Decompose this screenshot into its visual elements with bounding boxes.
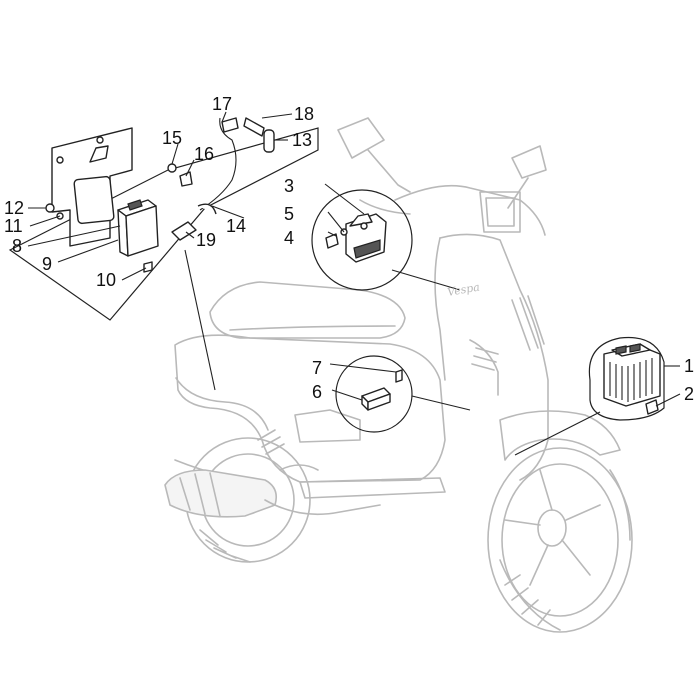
front-fender [499, 410, 621, 461]
callout-4: 4 [284, 228, 294, 248]
relay-unit [361, 387, 391, 411]
connector-19 [171, 221, 197, 241]
callout-17: 17 [212, 94, 232, 114]
sensor-13 [263, 129, 275, 153]
callout-6: 6 [312, 382, 322, 402]
callout-18: 18 [294, 104, 314, 124]
panel-relay [335, 355, 471, 433]
panel-relay-frame [335, 355, 413, 433]
panel-ecu-pointer [184, 249, 216, 391]
horn-grille [511, 295, 545, 351]
control-unit [117, 199, 159, 257]
panel-relay-pointer [411, 395, 471, 411]
panel-front-pointer [391, 269, 461, 291]
panel-ecu-bracket [8, 117, 319, 391]
callout-labels: 1 2 3 4 5 6 7 8 9 10 11 12 13 14 15 16 1… [4, 94, 694, 404]
callout-7: 7 [312, 358, 322, 378]
panel-regulator-frame [588, 336, 665, 421]
mirror-left [337, 117, 411, 193]
callout-19: 19 [196, 230, 216, 250]
callout-12: 12 [4, 198, 24, 218]
panel-regulator [514, 336, 665, 456]
voltage-regulator [603, 343, 661, 407]
panel-front-module [311, 189, 461, 291]
exhaust [164, 469, 278, 518]
front-wheel [487, 447, 633, 633]
washer-12 [45, 203, 55, 213]
scooter-outline [164, 117, 633, 633]
callout-10: 10 [96, 270, 116, 290]
side-panel [174, 334, 446, 483]
callout-1: 1 [684, 356, 694, 376]
callout-2: 2 [684, 384, 694, 404]
headlamp [479, 191, 521, 233]
callout-15: 15 [162, 128, 182, 148]
panel-front-frame [311, 189, 413, 291]
vespa-logo-script: Vespa [446, 280, 480, 298]
callout-11: 11 [4, 216, 23, 236]
screw-7 [395, 369, 403, 383]
callout-9: 9 [42, 254, 52, 274]
panel-regulator-pointer [514, 411, 601, 456]
washer-15 [167, 163, 177, 173]
screw-16 [179, 171, 193, 187]
screw-10 [143, 261, 153, 273]
callout-8: 8 [12, 236, 22, 256]
screw-2 [645, 399, 659, 415]
sensor-cable [171, 117, 275, 241]
callout-16: 16 [194, 144, 214, 164]
callout-3: 3 [284, 176, 294, 196]
screw-4 [325, 233, 339, 249]
floorboard [299, 477, 446, 499]
callout-14: 14 [226, 216, 246, 236]
front-module [345, 213, 387, 263]
mirror-right [507, 145, 547, 209]
callout-5: 5 [284, 204, 294, 224]
callout-13: 13 [292, 130, 312, 150]
leader-lines [27, 111, 681, 407]
